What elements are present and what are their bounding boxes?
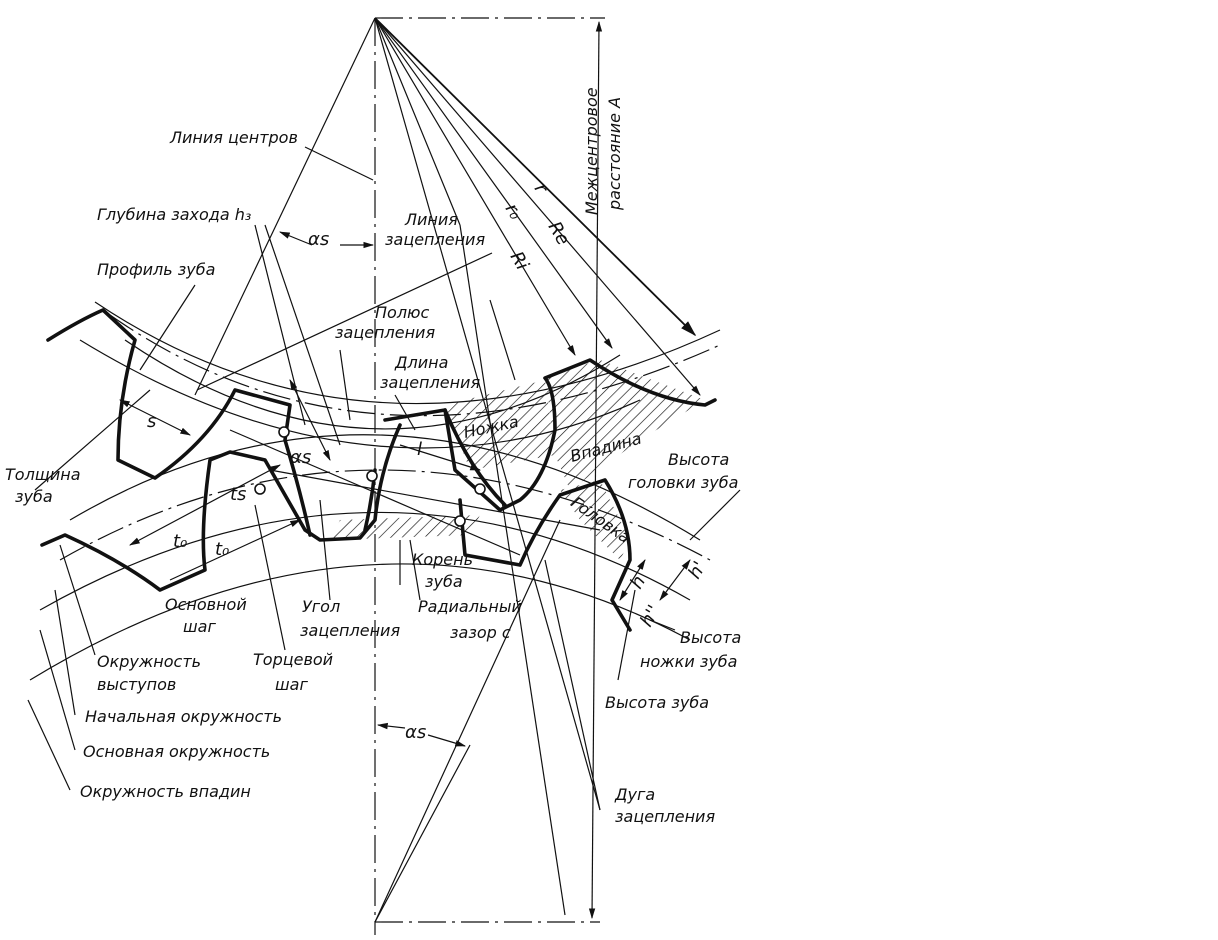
symbol-Re: Re [544, 218, 574, 249]
pitch-point [366, 470, 378, 482]
label-tooth-root-2: зуба [425, 572, 463, 591]
label-pitch-point-2: зацепления [335, 323, 435, 342]
symbol-r0: r₀ [501, 200, 526, 223]
bottom-lines [374, 519, 561, 923]
label-base-pitch-1: Основной [165, 595, 247, 614]
label-arc-of-action-2: зацепления [615, 807, 715, 826]
label-center-distance-2: расстояние A [605, 97, 624, 211]
label-dedendum-height-2: ножки зуба [640, 652, 737, 671]
label-pressure-angle-2: зацепления [300, 621, 400, 640]
label-base-pitch-2: шаг [183, 617, 216, 636]
symbol-h-prime: h' [684, 558, 710, 583]
label-dedendum-height-1: Высота [680, 628, 741, 647]
symbol-t0-a: t₀ [173, 531, 187, 552]
contact-point-b [254, 483, 266, 495]
label-arc-of-action-1: Дуга [614, 785, 655, 804]
label-pitch-circle: Начальная окружность [85, 707, 282, 726]
label-tooth-root-1: Корень [412, 550, 473, 569]
symbol-alpha-s-top: αs [308, 229, 329, 250]
dimension-arrows [119, 231, 691, 747]
label-base-circle: Основная окружность [83, 742, 270, 761]
label-radial-clearance-2: зазор c [450, 623, 511, 642]
label-length-of-action-1: Длина [394, 353, 448, 372]
label-length-of-action-2: зацепления [380, 373, 480, 392]
label-addendum-height-1: Высота [668, 450, 729, 469]
label-transverse-pitch-2: шаг [275, 675, 308, 694]
label-root-circle: Окружность впадин [80, 782, 251, 801]
label-addendum-circle-2: выступов [97, 675, 176, 694]
label-radial-clearance-1: Радиальный [418, 597, 522, 616]
symbol-h: h [626, 572, 650, 592]
label-tooth-thickness-2: зуба [15, 487, 53, 506]
label-pitch-point-1: Полюс [375, 303, 430, 322]
contact-point-d [454, 515, 466, 527]
label-center-distance-1: Межцентровое [582, 87, 601, 215]
leader-lines [27, 146, 741, 811]
symbol-ts: ts [230, 484, 246, 505]
label-tooth-height: Высота зуба [605, 693, 709, 712]
symbol-alpha-s-bottom: αs [405, 722, 426, 743]
contact-points [254, 426, 486, 527]
hatched-space [545, 360, 705, 490]
contact-point-a [278, 426, 290, 438]
contact-point-c [474, 483, 486, 495]
hatched-addendum [560, 480, 630, 560]
symbol-t0-b: t₀ [215, 539, 229, 560]
label-addendum-circle-1: Окружность [97, 652, 201, 671]
label-addendum-height-2: головки зуба [628, 473, 738, 492]
symbol-Ri: Ri [506, 248, 533, 274]
label-transverse-pitch-1: Торцевой [253, 650, 333, 669]
symbol-l: l [417, 439, 422, 460]
label-line-of-centers: Линия центров [169, 128, 298, 147]
label-pressure-angle-1: Угол [302, 597, 340, 616]
label-tooth-thickness-1: Толщина [5, 465, 81, 484]
label-line-of-action-1: Линия [404, 210, 458, 229]
label-engagement-depth: Глубина захода h₃ [97, 205, 251, 224]
symbol-s: s [147, 411, 156, 432]
label-tooth-profile: Профиль зуба [97, 260, 215, 279]
hatched-dedendum [445, 380, 555, 470]
label-line-of-action-2: зацепления [385, 230, 485, 249]
symbol-h-double-prime: h'' [636, 602, 665, 631]
symbol-alpha-s-mid: αs [290, 447, 311, 468]
